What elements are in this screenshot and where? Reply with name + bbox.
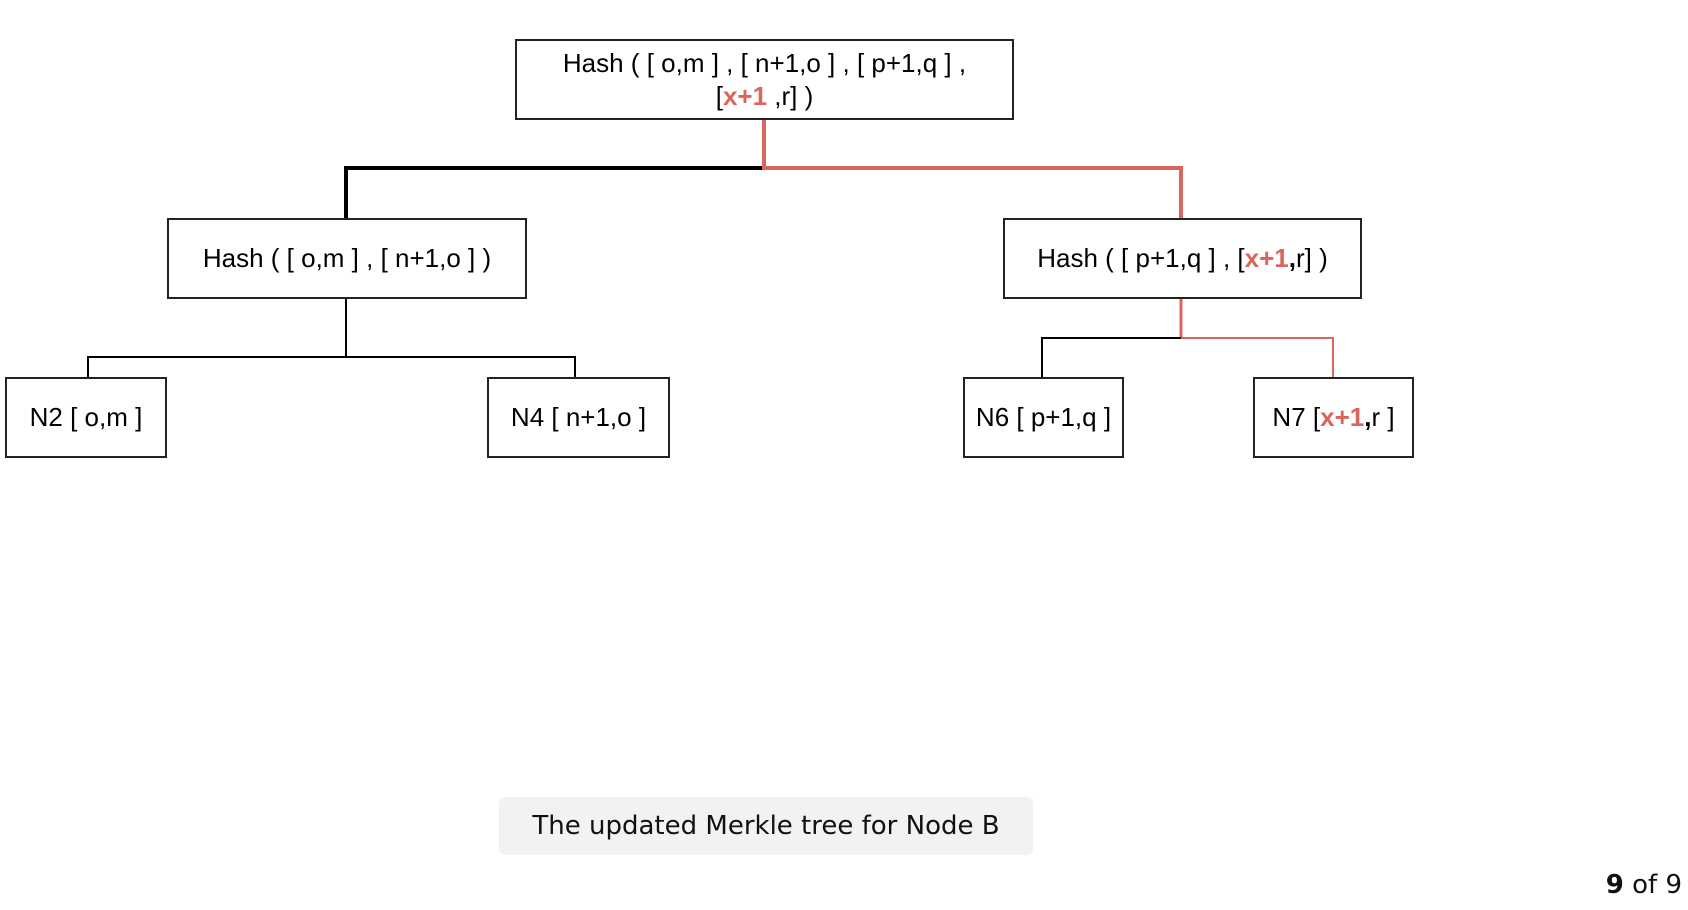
left-hash-node: Hash ( [ o,m ] , [ n+1,o ] )	[167, 218, 527, 299]
leaf-n7-comma: ,	[1364, 402, 1372, 433]
leaf-n7-suffix: r ]	[1371, 402, 1395, 433]
root-hash-line2: [x+1 ,r] )	[716, 80, 814, 113]
edge-right-hash-n6	[1041, 337, 1181, 377]
leaf-n2: N2 [ o,m ]	[5, 377, 167, 458]
edge-left-hash-n2-n4	[87, 356, 576, 377]
leaf-n4: N4 [ n+1,o ]	[487, 377, 670, 458]
slide-pager: 9 of 9	[1606, 870, 1682, 900]
right-hash-highlight: x+1	[1244, 243, 1289, 274]
figure-caption: The updated Merkle tree for Node B	[499, 797, 1033, 855]
right-hash-prefix: Hash ( [ p+1,q ] , [	[1037, 243, 1245, 274]
root-hash-line2-close: ,r] )	[767, 80, 814, 111]
leaf-n7: N7 [ x+1, r ]	[1253, 377, 1414, 458]
root-hash-highlight: x+1	[722, 80, 768, 111]
leaf-n2-label: N2 [ o,m ]	[29, 402, 143, 433]
pager-current: 9	[1605, 870, 1624, 900]
root-hash-line2-open: [	[715, 80, 723, 111]
right-hash-node: Hash ( [ p+1,q ] , [x+1, r] )	[1003, 218, 1362, 299]
root-hash-node: Hash ( [ o,m ] , [ n+1,o ] , [ p+1,q ] ,…	[515, 39, 1014, 120]
edge-root-right	[762, 118, 1183, 219]
left-hash-label: Hash ( [ o,m ] , [ n+1,o ] )	[202, 243, 492, 274]
leaf-n7-prefix: N7 [	[1272, 402, 1321, 433]
edge-right-hash-n7	[1181, 337, 1334, 377]
right-hash-suffix: r] )	[1295, 243, 1328, 274]
leaf-n6-label: N6 [ p+1,q ]	[975, 402, 1112, 433]
pager-total: of 9	[1623, 870, 1682, 900]
leaf-n7-highlight: x+1	[1320, 402, 1365, 433]
right-hash-comma: ,	[1288, 243, 1296, 274]
root-hash-line1: Hash ( [ o,m ] , [ n+1,o ] , [ p+1,q ] ,	[562, 48, 967, 78]
leaf-n4-label: N4 [ n+1,o ]	[510, 402, 647, 433]
leaf-n6: N6 [ p+1,q ]	[963, 377, 1124, 458]
edge-root-left	[344, 166, 764, 219]
